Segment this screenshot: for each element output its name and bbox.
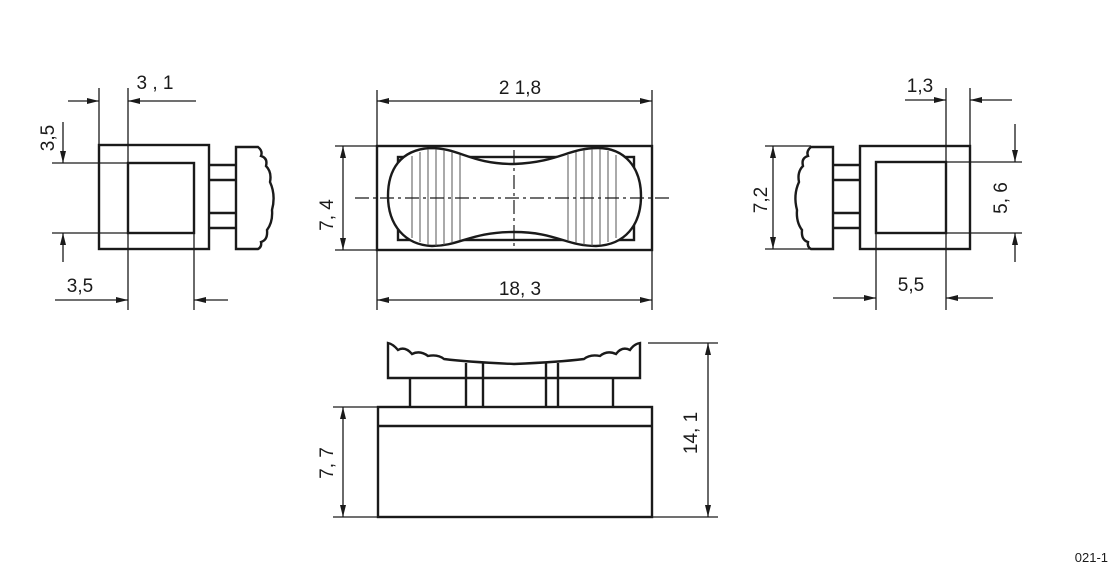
dim-front-total-height: 14, 1 [681,412,702,454]
front-view: 7, 7 14, 1 [317,341,718,519]
dim-left-top-width: 3 , 1 [137,73,174,94]
dim-top-inner-length: 18, 3 [499,279,541,300]
dim-left-bottom-width: 3,5 [67,276,93,297]
dim-right-height: 7,2 [751,187,772,213]
dim-right-inner-height: 5, 6 [991,182,1012,214]
top-view: 2 1,8 7, 4 18, 3 [317,78,670,310]
dim-right-bottom-width: 5,5 [898,275,924,296]
dim-left-side-height: 3,5 [38,125,59,151]
dim-top-overall-length: 2 1,8 [499,78,541,99]
right-side-view: 1,3 7,2 5, 6 5,5 [751,76,1022,310]
left-side-view: 3 , 1 3,5 3,5 [38,73,275,310]
dim-front-base-height: 7, 7 [317,447,338,479]
reference-code: 021-1 [1075,550,1108,565]
dim-right-top-width: 1,3 [907,76,933,97]
dim-top-height: 7, 4 [317,199,338,231]
